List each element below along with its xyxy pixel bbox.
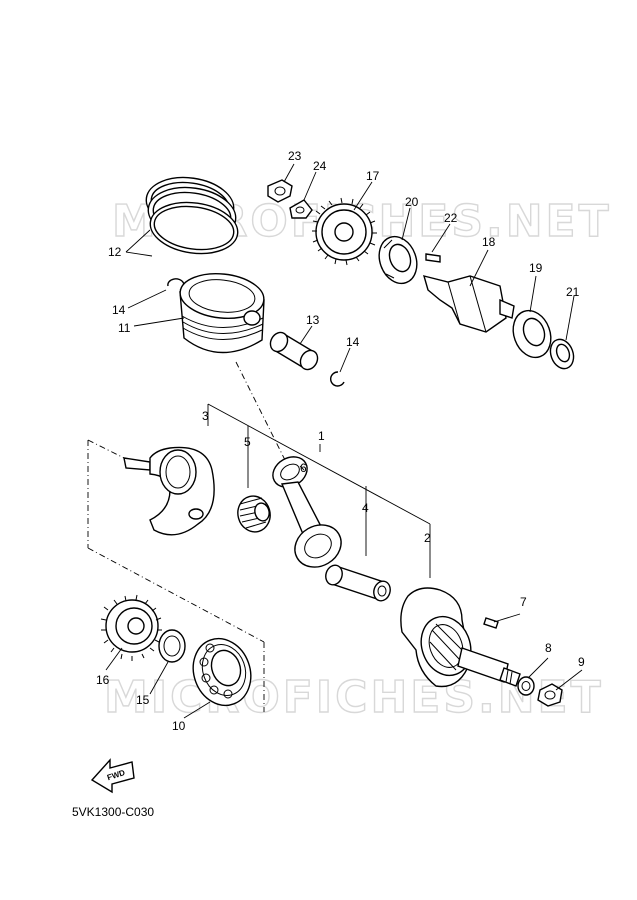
callout-labels: 23 24 17 20 22 18 19 21 12 14 11 13 14 3… bbox=[96, 149, 585, 733]
lock-washer[interactable] bbox=[289, 199, 313, 219]
callout-4: 4 bbox=[362, 501, 369, 515]
callout-14-left: 14 bbox=[112, 303, 126, 317]
callout-19: 19 bbox=[529, 261, 543, 275]
callout-6: 6 bbox=[300, 461, 307, 475]
callout-14-right: 14 bbox=[346, 335, 360, 349]
callout-8: 8 bbox=[545, 641, 552, 655]
callout-17: 17 bbox=[366, 169, 380, 183]
needle-bearing[interactable] bbox=[234, 492, 274, 535]
connecting-rod[interactable] bbox=[267, 451, 348, 575]
callout-9: 9 bbox=[578, 655, 585, 669]
crank-web-left[interactable] bbox=[123, 446, 215, 536]
crank-washer[interactable] bbox=[517, 676, 535, 696]
callout-15: 15 bbox=[136, 693, 150, 707]
callout-3: 3 bbox=[202, 409, 209, 423]
crank-bearing[interactable] bbox=[184, 630, 260, 713]
callout-12: 12 bbox=[108, 245, 122, 259]
oil-seal[interactable] bbox=[547, 336, 578, 372]
piston[interactable] bbox=[178, 270, 266, 354]
primary-drive-gear[interactable] bbox=[100, 594, 162, 661]
callout-1: 1 bbox=[318, 429, 325, 443]
balancer-drive-gear[interactable] bbox=[312, 197, 377, 266]
callout-22: 22 bbox=[444, 211, 458, 225]
callout-11: 11 bbox=[118, 321, 131, 335]
callout-5: 5 bbox=[244, 435, 251, 449]
leader-lines bbox=[105, 163, 583, 719]
callout-13: 13 bbox=[306, 313, 320, 327]
callout-21: 21 bbox=[566, 285, 580, 299]
crank-web-right[interactable] bbox=[400, 587, 521, 688]
gear-spacer[interactable] bbox=[158, 629, 186, 663]
assembly-bracket-1 bbox=[207, 403, 431, 578]
callout-23: 23 bbox=[288, 149, 302, 163]
callout-24: 24 bbox=[313, 159, 327, 173]
crank-key[interactable] bbox=[483, 617, 499, 629]
diagram-code: 5VK1300-C030 bbox=[72, 805, 154, 819]
balancer-nut[interactable] bbox=[267, 179, 293, 203]
fwd-arrow-icon: FWD bbox=[90, 758, 135, 794]
assembly-lines bbox=[87, 361, 291, 712]
callout-20: 20 bbox=[405, 195, 419, 209]
callout-16: 16 bbox=[96, 673, 110, 687]
balancer-bearing-right[interactable] bbox=[507, 305, 557, 362]
callout-18: 18 bbox=[482, 235, 496, 249]
piston-pin-clip-right[interactable] bbox=[330, 371, 345, 387]
callout-2: 2 bbox=[424, 531, 431, 545]
balancer-key[interactable] bbox=[425, 253, 441, 263]
piston-pin[interactable] bbox=[267, 329, 321, 372]
piston-rings[interactable] bbox=[143, 172, 241, 259]
crank-pin[interactable] bbox=[323, 563, 392, 603]
balancer-bearing-left[interactable] bbox=[373, 231, 423, 288]
callout-10: 10 bbox=[172, 719, 186, 733]
balancer-shaft[interactable] bbox=[422, 275, 515, 333]
callout-7: 7 bbox=[520, 595, 527, 609]
